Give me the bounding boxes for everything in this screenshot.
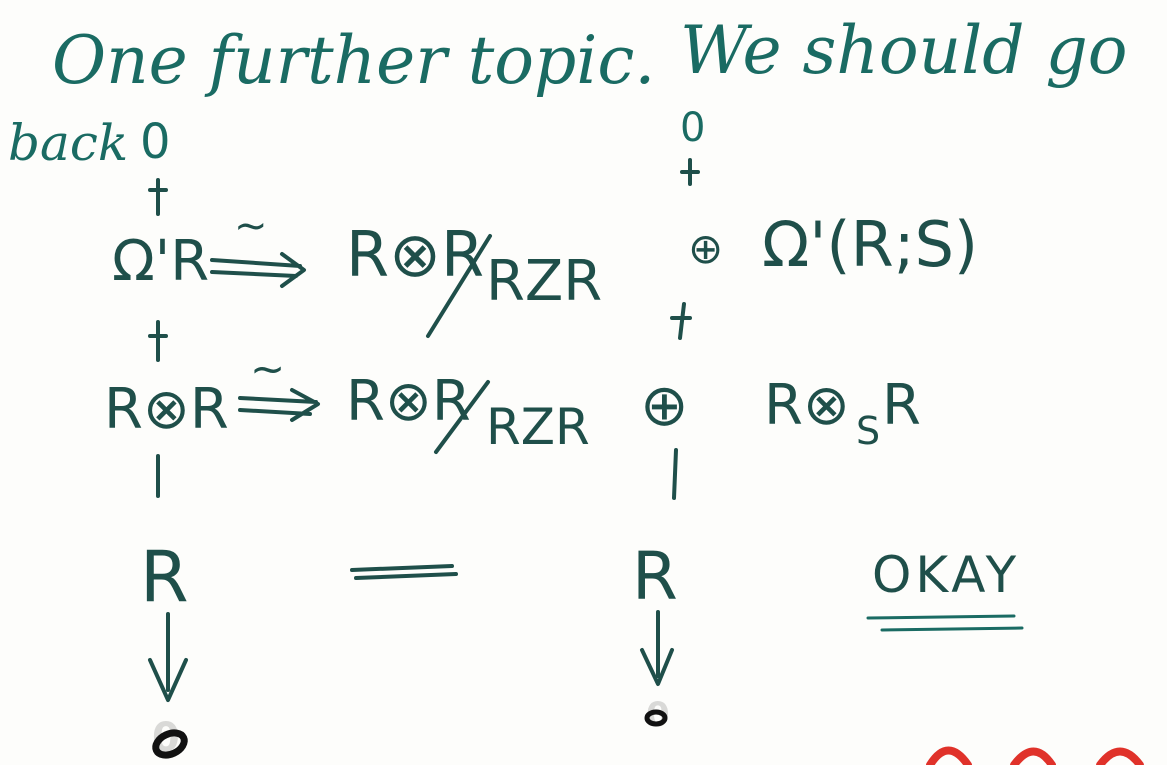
- row2-left: R⊗R: [104, 377, 229, 442]
- intro-line2: back: [8, 114, 129, 172]
- row1-right: Ω'(R;S): [762, 208, 979, 281]
- left-bottom-zero: 0: [152, 715, 180, 761]
- equals-line-2: [354, 572, 458, 580]
- left-top-zero: 0: [140, 114, 171, 170]
- row2-right-main: R⊗: [764, 373, 850, 438]
- red-mark-3: [1096, 747, 1144, 765]
- row2-right-tail: R: [882, 373, 921, 438]
- right-arrow-1: [680, 158, 700, 186]
- okay-underline-1: [866, 614, 1016, 620]
- right-arrow-4: [640, 610, 674, 686]
- row2-middle-num: R⊗R: [346, 369, 471, 434]
- right-arrow-3: [672, 448, 678, 500]
- right-bottom-zero: 0: [646, 695, 670, 735]
- row3-left-r: R: [140, 536, 189, 618]
- left-arrow-1: [148, 178, 168, 216]
- okay-underline-2: [880, 626, 1024, 632]
- right-arrow-2: [670, 302, 692, 340]
- row1-oplus: ⊕: [688, 224, 724, 273]
- equals-line-1: [350, 564, 454, 572]
- row2-iso-arrow: [238, 388, 320, 422]
- intro-line1-left: One further topic.: [52, 22, 656, 99]
- row2-iso: ~: [250, 344, 286, 393]
- row2-right-sub: S: [856, 409, 881, 453]
- right-top-zero: 0: [680, 105, 706, 151]
- row1-iso: ~: [234, 203, 268, 249]
- row1-middle-num: R⊗R: [346, 218, 485, 291]
- row1-left: Ω'R: [112, 229, 210, 294]
- row2-middle-den: RZR: [486, 398, 590, 456]
- red-mark-2: [1010, 747, 1056, 765]
- left-arrow-2: [148, 320, 168, 362]
- row2-oplus: ⊕: [640, 371, 689, 439]
- okay-text: OKAY: [872, 546, 1021, 604]
- red-mark-1: [926, 746, 972, 765]
- row1-middle-den: RZR: [486, 249, 603, 314]
- row3-right-r: R: [632, 538, 678, 615]
- row1-iso-arrow: [210, 252, 306, 288]
- intro-line1-right: We should go: [680, 12, 1128, 89]
- left-arrow-4: [148, 612, 188, 702]
